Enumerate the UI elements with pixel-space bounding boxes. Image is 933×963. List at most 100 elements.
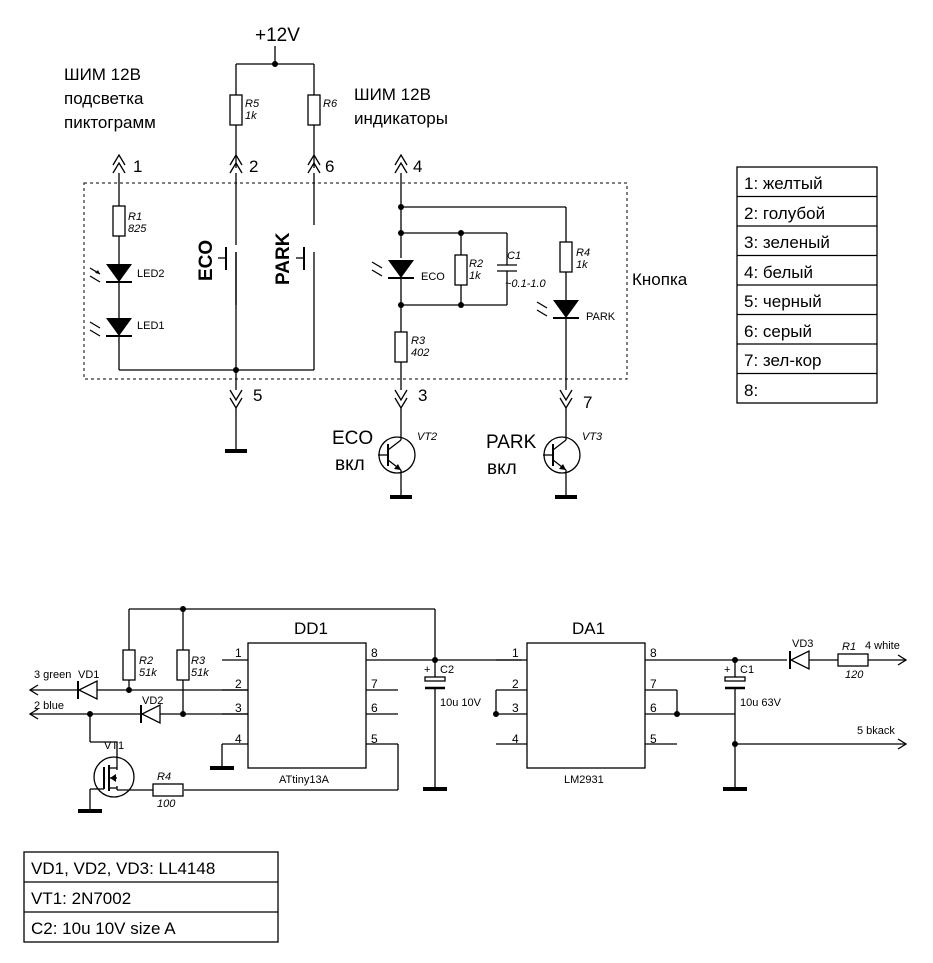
svg-text:2: 2 <box>249 157 258 176</box>
r1-name: R1 <box>128 211 142 223</box>
junction-dot <box>272 61 278 67</box>
r1-bottom-value: 120 <box>845 669 864 681</box>
connector-pin-2: 2 <box>229 153 258 176</box>
connector-pin-1: 1 <box>112 153 142 176</box>
legend-row: 3: зеленый <box>744 233 830 252</box>
supply-label: +12V <box>255 25 300 46</box>
c1-top-value: ~0.1-1.0 <box>505 278 547 290</box>
c1-bottom-name: C1 <box>740 664 754 676</box>
transistor-vt3 <box>543 436 581 496</box>
da1-name: DA1 <box>572 619 605 638</box>
connector-pin-3: 3 <box>394 386 427 410</box>
r1-value: 825 <box>128 223 147 235</box>
connector-pin-5: 5 <box>229 386 262 410</box>
legend-row: 8: <box>744 381 758 400</box>
park-on-line1: PARK <box>486 432 537 453</box>
pwm-indicators-line2: индикаторы <box>354 109 448 128</box>
da1-pin-5: 5 <box>650 732 657 746</box>
svg-text:7: 7 <box>583 393 592 412</box>
bom-table: VD1, VD2, VD3: LL4148 VT1: 2N7002 C2: 10… <box>23 851 279 943</box>
legend-row: 4: белый <box>744 263 813 282</box>
net-black-label: 5 bkack <box>857 725 895 737</box>
svg-text:5: 5 <box>253 386 262 405</box>
da1-pin-4: 4 <box>512 732 519 746</box>
c1-plus: + <box>724 664 730 676</box>
top-circuit: +12V R5 1k R6 ШИМ 12В подсветка пиктогра… <box>64 25 688 499</box>
chip-dd1 <box>247 642 367 769</box>
r3-bottom-value: 51k <box>191 667 209 679</box>
svg-text:4: 4 <box>413 157 422 176</box>
button-module-label: Кнопка <box>632 270 688 289</box>
switch-eco-label: ECO <box>196 240 217 281</box>
r1-bottom-name: R1 <box>842 641 856 653</box>
switch-eco <box>218 225 237 305</box>
r3-value: 402 <box>411 347 429 359</box>
resistor-r1 <box>112 205 126 237</box>
dd1-name: DD1 <box>294 619 328 638</box>
bom-row: C2: 10u 10V size A <box>31 919 176 938</box>
dd1-pin-8: 8 <box>371 646 378 660</box>
resistor-r4 <box>559 241 573 273</box>
r6-name: R6 <box>323 98 338 110</box>
vd2-label: VD2 <box>142 695 163 707</box>
r5-name: R5 <box>245 98 260 110</box>
pwm-backlight-line2: подсветка <box>64 89 144 108</box>
dd1-pin-1: 1 <box>235 646 242 660</box>
bottom-circuit: R2 51k R3 51k DD1 ATtiny13A 1 2 3 4 8 7 … <box>28 606 908 813</box>
legend-row: 1: желтый <box>744 174 823 193</box>
dd1-pin-3: 3 <box>235 701 242 715</box>
switch-park <box>296 247 305 270</box>
svg-text:6: 6 <box>325 157 334 176</box>
pwm-indicators-line1: ШИМ 12В <box>354 85 431 104</box>
connector-pin-7: 7 <box>559 389 592 412</box>
wire-color-legend: 1: желтый 2: голубой 3: зеленый 4: белый… <box>736 166 878 404</box>
bom-row: VD1, VD2, VD3: LL4148 <box>31 859 215 878</box>
vt3-label: VT3 <box>582 431 603 443</box>
dd1-pin-7: 7 <box>371 677 378 691</box>
resistor-r2 <box>454 254 468 286</box>
park-on-line2: вкл <box>487 458 517 479</box>
c2-name: C2 <box>440 664 454 676</box>
net-blue-label: 2 blue <box>34 700 64 712</box>
diode-vd1 <box>77 679 98 701</box>
r2-value: 1k <box>469 270 481 282</box>
dd1-pin-5: 5 <box>371 732 378 746</box>
pwm-backlight-line3: пиктограмм <box>64 113 156 132</box>
legend-row: 7: зел-кор <box>744 351 822 370</box>
da1-pin-8: 8 <box>650 646 657 660</box>
r4-bottom-name: R4 <box>157 771 171 783</box>
resistor-r4-bottom <box>152 783 184 797</box>
led1-diode <box>89 318 132 337</box>
diode-vd3 <box>789 649 810 671</box>
diode-vd2 <box>140 703 161 725</box>
r3-name: R3 <box>411 335 426 347</box>
resistor-r3 <box>394 331 408 363</box>
connector-pin-4: 4 <box>394 153 422 176</box>
connector-pin-6: 6 <box>307 153 334 176</box>
da1-pin-1: 1 <box>512 646 519 660</box>
vt1-label: VT1 <box>104 740 124 752</box>
da1-pin-2: 2 <box>512 677 519 691</box>
eco-on-line2: вкл <box>335 454 365 475</box>
eco-on-line1: ECO <box>332 428 373 449</box>
svg-text:1: 1 <box>133 157 142 176</box>
r2-bottom-value: 51k <box>139 667 157 679</box>
r3-bottom-name: R3 <box>191 655 206 667</box>
resistor-r5 <box>229 94 243 126</box>
resistor-r1-bottom <box>837 653 869 667</box>
net-green-label: 3 green <box>34 669 71 681</box>
pwm-backlight-line1: ШИМ 12В <box>64 65 141 84</box>
vd1-label: VD1 <box>78 669 99 681</box>
led2-label: LED2 <box>137 268 165 280</box>
r4-name: R4 <box>576 247 590 259</box>
dd1-pin-2: 2 <box>235 677 242 691</box>
net-white-label: 4 white <box>865 640 900 652</box>
button-module-outline <box>83 182 628 380</box>
dd1-pin-6: 6 <box>371 701 378 715</box>
da1-pin-7: 7 <box>650 677 657 691</box>
led2-diode <box>89 264 132 283</box>
bom-row: VT1: 2N7002 <box>31 889 131 908</box>
led1-label: LED1 <box>137 320 165 332</box>
transistor-vt1 <box>93 756 135 798</box>
vd3-label: VD3 <box>792 638 813 650</box>
